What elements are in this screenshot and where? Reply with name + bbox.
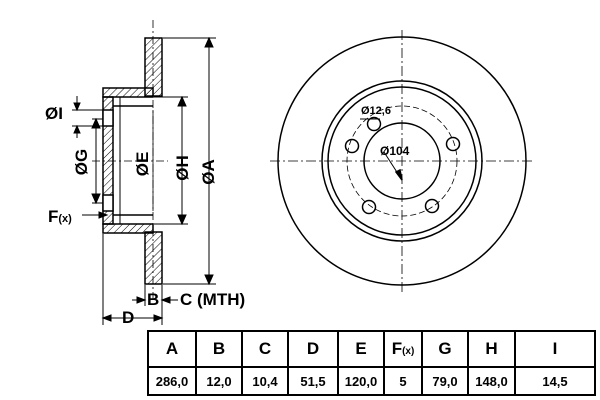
header-c: C [241,330,289,368]
value-d: 51,5 [287,366,339,396]
value-g: 79,0 [421,366,469,396]
value-h: 148,0 [467,366,516,396]
value-a: 286,0 [147,366,197,396]
label-dim-h: ØH [173,155,192,181]
bolt-hole [344,138,360,154]
dimension-lines [72,36,216,325]
header-h: H [467,330,516,368]
label-pcd: Ø104 [380,144,410,158]
header-i: I [514,330,596,368]
header-f: F(x) [383,330,423,368]
label-dim-b: B [147,290,159,309]
bolt-hole [445,136,461,152]
spec-header-row: A B C D E F(x) G H I [147,330,596,368]
label-dim-d: D [122,308,134,327]
value-b: 12,0 [195,366,243,396]
hat-wall-bottom [102,223,154,234]
bolt-hole [361,199,377,215]
hat-wall-top [102,87,154,98]
value-i: 14,5 [514,366,596,396]
bolt-hole [366,116,382,132]
label-dim-e: ØE [133,152,152,177]
label-dim-f: F(x) [48,207,72,226]
bolt-holes [344,116,461,215]
value-e: 120,0 [337,366,385,396]
value-f: 5 [383,366,423,396]
front-view [270,30,534,292]
label-dim-c: C (MTH) [180,290,245,309]
friction-ring-bottom [144,231,163,285]
label-dim-g: ØG [72,149,91,175]
spec-values-row: 286,0 12,0 10,4 51,5 120,0 5 79,0 148,0 … [147,366,596,396]
label-dim-i: ØI [45,104,63,123]
label-bolt-hole: Ø12,6 [361,105,391,117]
label-dim-a: ØA [199,159,218,185]
header-e: E [337,330,385,368]
header-d: D [287,330,339,368]
mounting-face [102,96,114,225]
bolt-hole [424,198,440,214]
header-a: A [147,330,197,368]
value-c: 10,4 [241,366,289,396]
header-g: G [421,330,469,368]
spec-table: A B C D E F(x) G H I 286,0 12,0 10,4 51,… [147,330,596,396]
header-b: B [195,330,243,368]
